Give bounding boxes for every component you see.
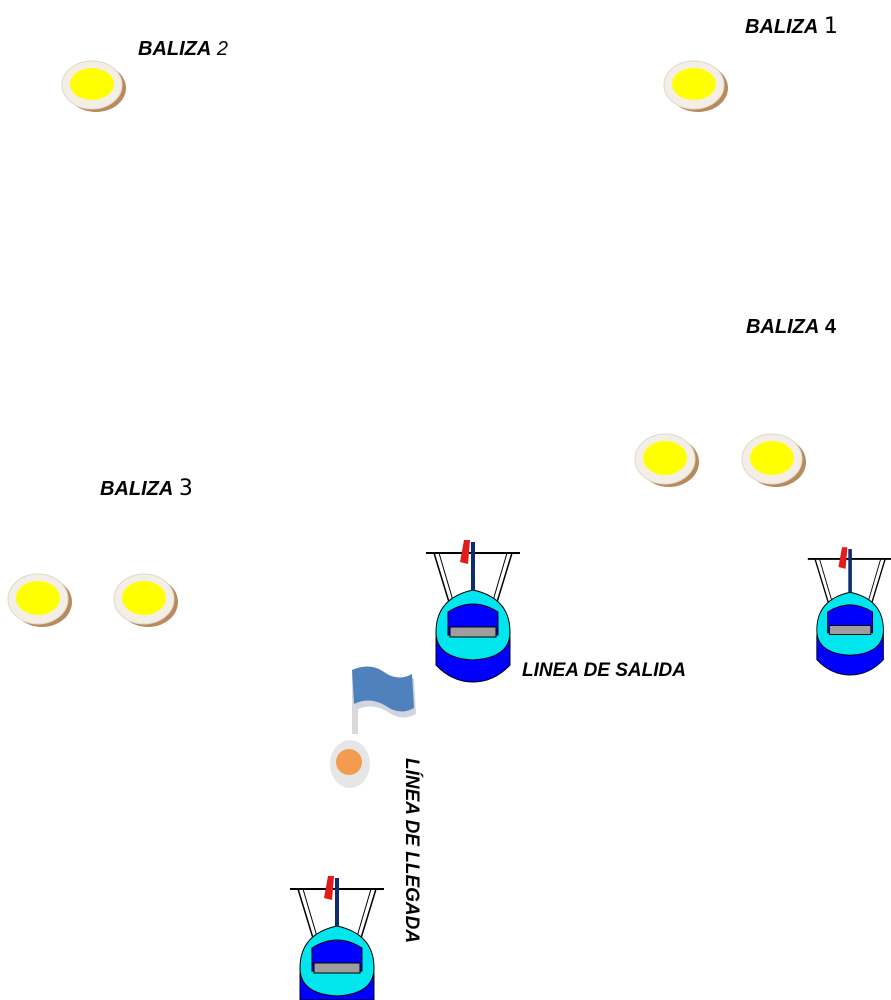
buoy-3-number: 3 <box>178 476 193 501</box>
buoy-1-word: BALIZA <box>745 16 819 38</box>
buoy-3-label: BALIZA 3 <box>100 476 193 501</box>
finish-flag-icon <box>352 666 416 734</box>
buoy-3-marker-left <box>7 573 72 627</box>
buoy-3-marker-right <box>113 573 178 627</box>
buoy-4-marker-left <box>634 433 699 487</box>
buoy-2-label: BALIZA 2 <box>138 38 228 61</box>
buoy-4-number: 4 <box>824 316 837 338</box>
finish-buoy-marker <box>330 740 370 788</box>
committee-boat-start-left <box>426 540 520 683</box>
buoy-2-word: BALIZA <box>138 38 212 60</box>
buoy-3-word: BALIZA <box>100 478 174 500</box>
start-line-label: LINEA DE SALIDA <box>522 660 686 681</box>
buoy-2-number: 2 <box>216 38 229 60</box>
buoy-1-number: 1 <box>823 14 838 39</box>
committee-boat-finish <box>290 876 384 1000</box>
buoy-4-word: BALIZA <box>746 316 820 338</box>
committee-boat-start-right <box>807 547 891 676</box>
buoy-1-label: BALIZA 1 <box>745 14 838 39</box>
buoy-1-marker <box>663 60 728 112</box>
buoy-4-label: BALIZA 4 <box>746 316 836 339</box>
buoy-2-marker <box>61 60 126 112</box>
finish-line-label: LÍNEA DE LLEGADA <box>401 758 422 944</box>
buoy-4-marker-right <box>741 433 806 487</box>
